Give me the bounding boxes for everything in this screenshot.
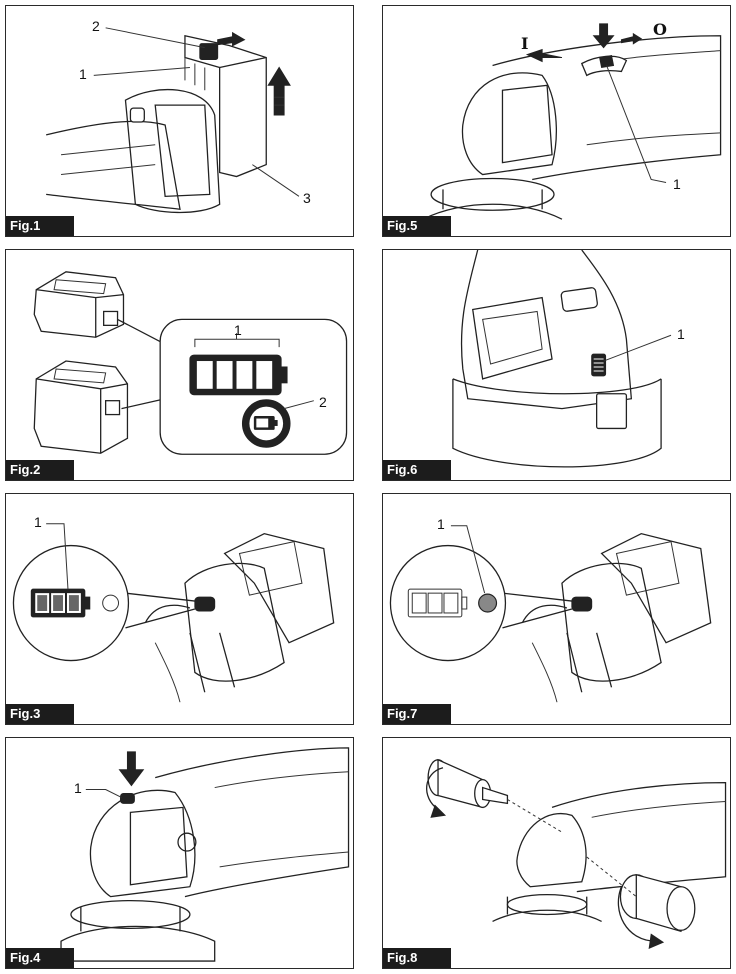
figure-label: Fig.5	[383, 216, 451, 236]
figure-2-illustration	[33, 271, 348, 455]
callout-3: 3	[303, 190, 311, 206]
callout-2: 2	[92, 18, 100, 34]
figure-3-panel: 1 Fig.3	[5, 493, 354, 725]
figure-label: Fig.8	[383, 948, 451, 968]
figure-6-panel: 1 Fig.6	[382, 249, 731, 481]
figure-label: Fig.1	[6, 216, 74, 236]
figure-label: Fig.4	[6, 948, 74, 968]
figure-4-panel: 1 Fig.4	[5, 737, 354, 969]
figure-label: Fig.2	[6, 460, 74, 480]
figure-1-illustration	[46, 27, 300, 214]
figure-label: Fig.3	[6, 704, 74, 724]
callout-1: 1	[34, 514, 42, 530]
figure-4-illustration	[60, 747, 350, 962]
callout-1: 1	[677, 326, 685, 342]
callout-1: 1	[74, 780, 82, 796]
callout-1: 1	[673, 176, 681, 192]
figure-1-panel: 1 2 3 Fig.1	[5, 5, 354, 237]
callout-1: 1	[79, 66, 87, 82]
figure-2-panel: 1 2 Fig.2	[5, 249, 354, 481]
figure-3-illustration	[12, 523, 335, 703]
callout-1: 1	[234, 322, 242, 338]
figure-5-illustration	[422, 23, 722, 220]
figure-label: Fig.6	[383, 460, 451, 480]
switch-off-symbol: O	[653, 20, 667, 39]
figure-5-panel: I O 1 Fig.5	[382, 5, 731, 237]
callout-1: 1	[437, 516, 445, 532]
figure-8-panel: Fig.8	[382, 737, 731, 969]
switch-on-symbol: I	[521, 34, 529, 53]
figure-label: Fig.7	[383, 704, 451, 724]
figure-6-illustration	[452, 250, 672, 468]
callout-2: 2	[319, 394, 327, 410]
figure-7-illustration	[389, 525, 712, 703]
figure-8-illustration	[425, 758, 727, 949]
figure-7-panel: 1 Fig.7	[382, 493, 731, 725]
